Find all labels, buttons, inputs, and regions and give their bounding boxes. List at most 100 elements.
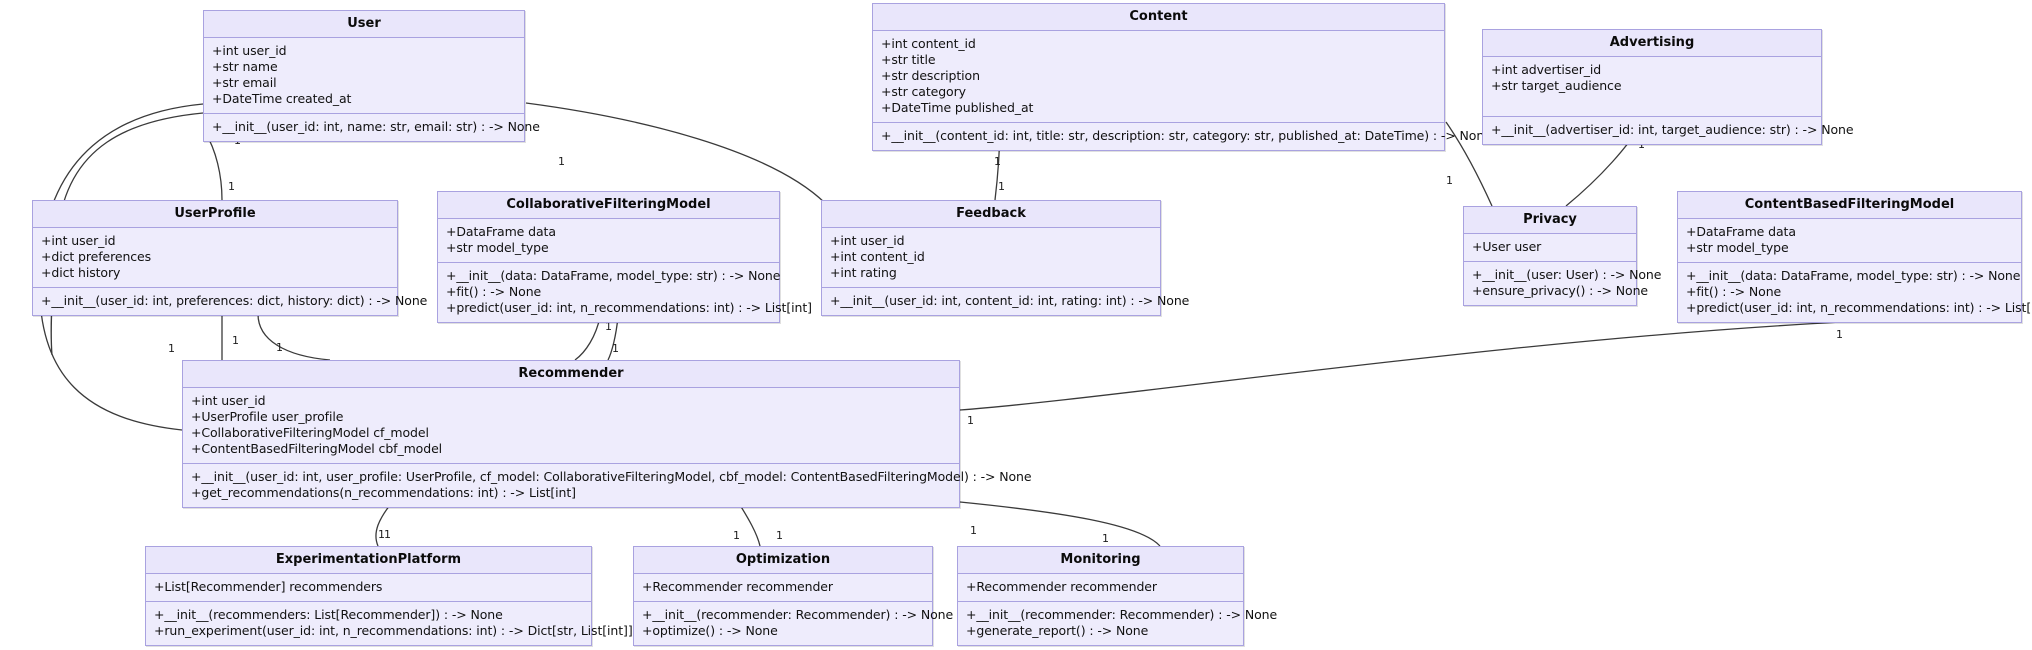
method-row: +__init__(user_id: int, name: str, email…	[212, 119, 540, 134]
attribute-row: +CollaborativeFilteringModel cf_model	[191, 425, 429, 440]
edge-userprofile-recommender-2	[257, 313, 331, 361]
class-title: User	[204, 11, 524, 38]
method-row: +__init__(user_id: int, content_id: int,…	[830, 293, 1190, 308]
attribute-row: +DateTime created_at	[212, 91, 352, 106]
attribute-row: +str target_audience	[1491, 78, 1622, 93]
attribute-row: +int user_id	[41, 233, 116, 248]
class-attributes: +User user	[1464, 234, 1636, 261]
class-methods: +__init__(user_id: int, name: str, email…	[204, 113, 540, 141]
class-methods: +__init__(user: User) : -> None +ensure_…	[1464, 261, 1662, 305]
class-box-content[interactable]: Content +int content_id +str title +str …	[872, 3, 1492, 151]
class-title: ExperimentationPlatform	[146, 547, 591, 574]
class-methods: +__init__(advertiser_id: int, target_aud…	[1483, 116, 1854, 144]
attribute-row: +str category	[881, 84, 966, 99]
multiplicity-label: 1	[605, 320, 612, 333]
attribute-row: +DataFrame data	[446, 224, 556, 239]
attribute-row: +ContentBasedFilteringModel cbf_model	[191, 441, 443, 456]
multiplicity-label: 1	[384, 528, 391, 541]
multiplicity-label: 1	[733, 529, 740, 542]
attribute-row: +int content_id	[881, 36, 976, 51]
class-attributes: +Recommender recommender	[958, 574, 1243, 601]
multiplicity-label: 1	[1102, 532, 1109, 545]
edge-cbfmodel-recommender	[959, 321, 1843, 411]
attribute-row: +int advertiser_id	[1491, 62, 1602, 77]
class-methods: +__init__(user_id: int, user_profile: Us…	[183, 463, 1032, 507]
class-title: Feedback	[822, 201, 1160, 228]
method-row: +ensure_privacy() : -> None	[1472, 283, 1648, 298]
attribute-row: +str model_type	[1686, 240, 1789, 255]
edge-recommender-optimization	[739, 504, 761, 547]
class-box-userprofile[interactable]: UserProfile +int user_id +dict preferenc…	[32, 200, 427, 316]
multiplicity-label: 1	[1836, 328, 1843, 341]
class-title: Optimization	[634, 547, 932, 574]
attribute-row: +str email	[212, 75, 277, 90]
method-row: +__init__(user: User) : -> None	[1472, 267, 1662, 282]
multiplicity-label: 1	[232, 334, 239, 347]
class-box-collaborativefilteringmodel[interactable]: CollaborativeFilteringModel +DataFrame d…	[437, 191, 812, 323]
class-methods: +__init__(content_id: int, title: str, d…	[873, 122, 1492, 150]
class-attributes: +int user_id +UserProfile user_profile +…	[183, 388, 959, 463]
class-methods: +__init__(recommenders: List[Recommender…	[146, 601, 633, 645]
class-methods: +__init__(user_id: int, preferences: dic…	[33, 287, 427, 315]
class-attributes: +DataFrame data +str model_type	[438, 219, 779, 262]
multiplicity-label: 1	[1446, 174, 1453, 187]
class-box-privacy[interactable]: Privacy +User user +__init__(user: User)…	[1463, 206, 1662, 306]
method-row: +__init__(data: DataFrame, model_type: s…	[1686, 268, 2021, 283]
class-title: ContentBasedFilteringModel	[1678, 192, 2021, 219]
class-title: Privacy	[1464, 207, 1636, 234]
class-attributes: +int user_id +str name +str email +DateT…	[204, 38, 524, 113]
attribute-row: +dict history	[41, 265, 121, 280]
multiplicity-label: 1	[776, 529, 783, 542]
method-row: +predict(user_id: int, n_recommendations…	[1686, 300, 2032, 315]
class-box-optimization[interactable]: Optimization +Recommender recommender +_…	[633, 546, 954, 646]
method-row: +optimize() : -> None	[642, 623, 778, 638]
class-title: CollaborativeFilteringModel	[438, 192, 779, 219]
attribute-row: +int content_id	[830, 249, 925, 264]
class-attributes: +int user_id +dict preferences +dict his…	[33, 228, 397, 287]
attribute-row: +Recommender recommender	[642, 579, 833, 594]
class-box-experimentationplatform[interactable]: ExperimentationPlatform +List[Recommende…	[145, 546, 633, 646]
multiplicity-label: 1	[967, 414, 974, 427]
class-box-advertising[interactable]: Advertising +int advertiser_id +str targ…	[1482, 29, 1854, 145]
attribute-row: +DataFrame data	[1686, 224, 1796, 239]
method-row: +run_experiment(user_id: int, n_recommen…	[154, 623, 633, 638]
class-methods: +__init__(recommender: Recommender) : ->…	[958, 601, 1277, 645]
attribute-row: +UserProfile user_profile	[191, 409, 344, 424]
class-methods: +__init__(data: DataFrame, model_type: s…	[1678, 262, 2032, 322]
multiplicity-label: 1	[994, 155, 1001, 168]
class-methods: +__init__(data: DataFrame, model_type: s…	[438, 262, 812, 322]
method-row: +generate_report() : -> None	[966, 623, 1149, 638]
class-box-contentbasedfilteringmodel[interactable]: ContentBasedFilteringModel +DataFrame da…	[1677, 191, 2032, 323]
attribute-row: +User user	[1472, 239, 1542, 254]
multiplicity-label: 1	[228, 180, 235, 193]
method-row: +__init__(content_id: int, title: str, d…	[881, 128, 1492, 143]
attribute-row: +int user_id	[191, 393, 266, 408]
multiplicity-label: 1	[276, 341, 283, 354]
method-row: +get_recommendations(n_recommendations: …	[191, 485, 576, 500]
class-box-monitoring[interactable]: Monitoring +Recommender recommender +__i…	[957, 546, 1277, 646]
attribute-row: +int user_id	[830, 233, 905, 248]
class-box-recommender[interactable]: Recommender +int user_id +UserProfile us…	[182, 360, 1032, 508]
class-attributes: +int user_id +int content_id +int rating	[822, 228, 1160, 287]
attribute-row: +str title	[881, 52, 936, 67]
attribute-row: +Recommender recommender	[966, 579, 1157, 594]
attribute-row: +DateTime published_at	[881, 100, 1034, 115]
class-title: Recommender	[183, 361, 959, 388]
method-row: +__init__(recommender: Recommender) : ->…	[642, 607, 954, 622]
attribute-row: +List[Recommender] recommenders	[154, 579, 383, 594]
class-attributes: +int advertiser_id +str target_audience	[1483, 57, 1821, 116]
class-title: Advertising	[1483, 30, 1821, 57]
edge-user-feedback	[525, 102, 826, 204]
attribute-spacer	[1491, 94, 1813, 110]
attribute-row: +str name	[212, 59, 278, 74]
attribute-row: +int rating	[830, 265, 897, 280]
method-row: +__init__(data: DataFrame, model_type: s…	[446, 268, 781, 283]
method-row: +fit() : -> None	[1686, 284, 1782, 299]
class-attributes: +Recommender recommender	[634, 574, 932, 601]
class-title: Monitoring	[958, 547, 1243, 574]
class-methods: +__init__(user_id: int, content_id: int,…	[822, 287, 1190, 315]
class-box-feedback[interactable]: Feedback +int user_id +int content_id +i…	[821, 200, 1190, 316]
class-box-user[interactable]: User +int user_id +str name +str email +…	[203, 10, 540, 142]
edge-userprofile-user	[204, 131, 223, 201]
multiplicity-label: 1	[998, 180, 1005, 193]
